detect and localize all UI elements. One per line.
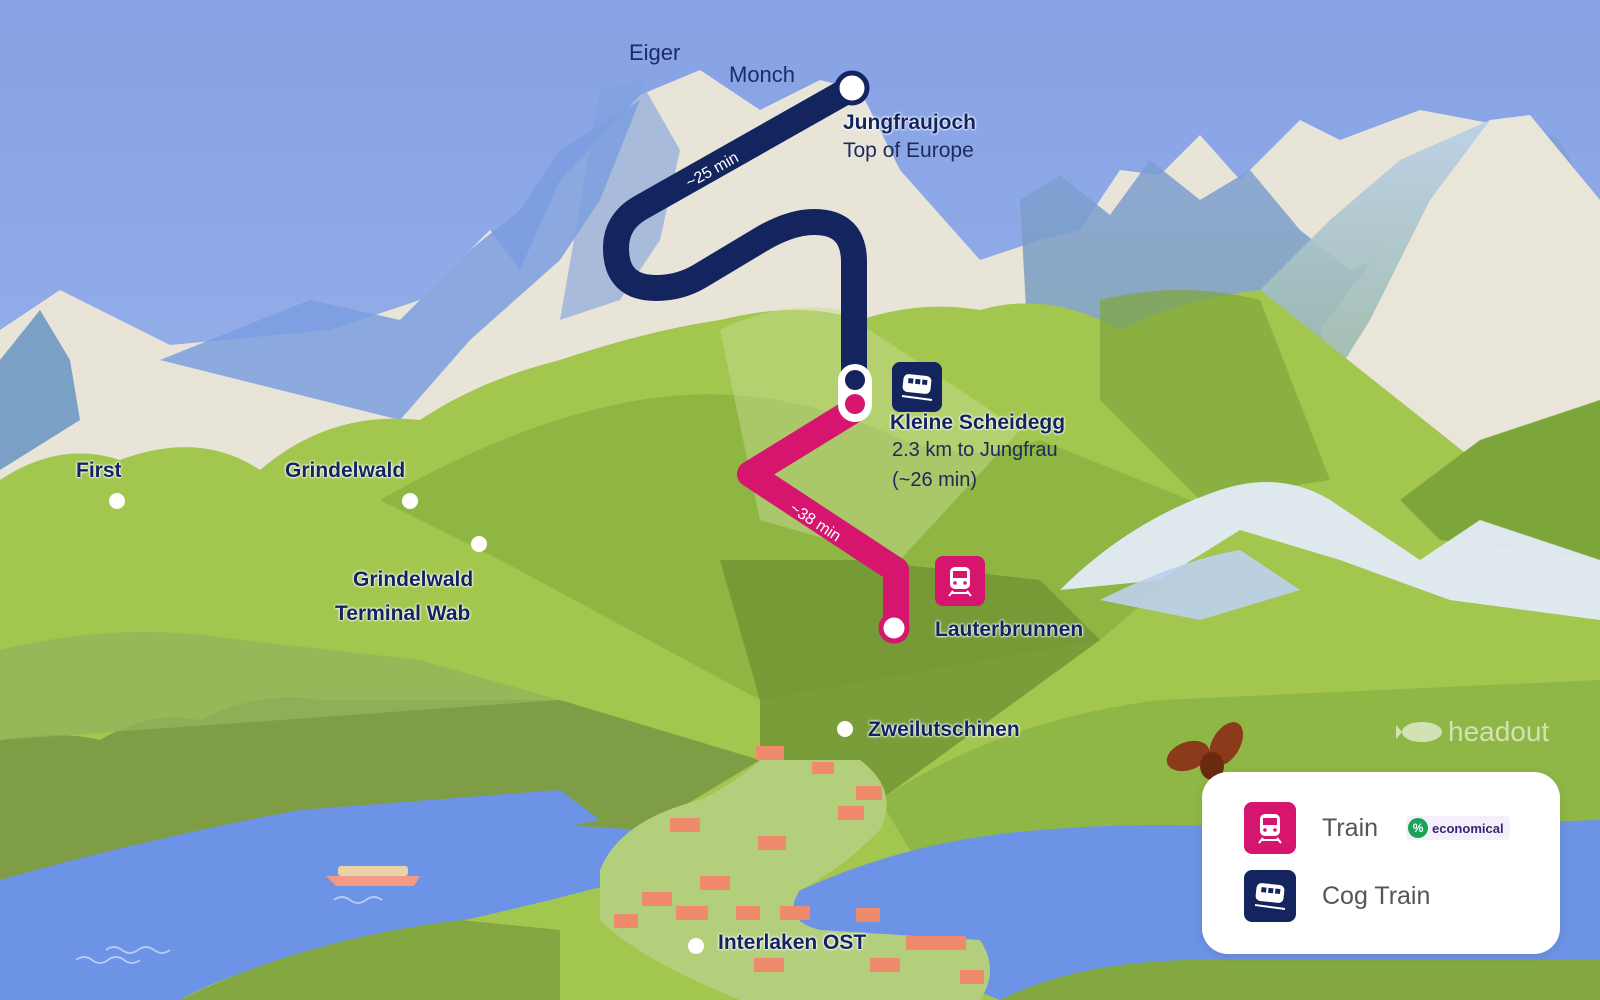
station-label-zweilutschinen[interactable]: Zweilutschinen bbox=[868, 718, 1020, 741]
economical-badge: % economical bbox=[1406, 816, 1510, 840]
train-icon bbox=[1244, 802, 1296, 854]
station-dot-interlaken-ost[interactable] bbox=[688, 938, 704, 954]
station-label-grindelwald-terminal-line1[interactable]: Grindelwald bbox=[353, 568, 474, 591]
train-route bbox=[737, 397, 909, 643]
badge-text: economical bbox=[1432, 820, 1504, 836]
station-label-lauterbrunnen[interactable]: Lauterbrunnen bbox=[935, 618, 1084, 641]
station-label-interlaken-ost[interactable]: Interlaken OST bbox=[718, 931, 867, 954]
legend-label-cog-train: Cog Train bbox=[1322, 881, 1431, 910]
station-label-first[interactable]: First bbox=[76, 459, 122, 482]
train-icon bbox=[935, 556, 985, 606]
station-dot-grindelwald[interactable] bbox=[402, 493, 418, 509]
station-label-jungfraujoch[interactable]: Jungfraujoch bbox=[843, 111, 977, 134]
brand-name: headout bbox=[1448, 716, 1550, 747]
station-dot-first[interactable] bbox=[109, 493, 125, 509]
legend-item-train[interactable]: Train % economical bbox=[1244, 802, 1510, 854]
legend-label-train: Train bbox=[1322, 813, 1379, 842]
station-label-kleine-scheidegg[interactable]: Kleine Scheidegg bbox=[890, 411, 1066, 434]
station-dot-zweilutschinen[interactable] bbox=[837, 721, 853, 737]
station-dot-grindelwald-terminal[interactable] bbox=[471, 536, 487, 552]
peak-label-monch: Monch bbox=[729, 62, 796, 87]
legend-item-cog-train[interactable]: Cog Train bbox=[1244, 870, 1430, 922]
station-label-grindelwald-terminal-line2[interactable]: Terminal Wab bbox=[335, 602, 471, 625]
cog-train-icon bbox=[1244, 870, 1296, 922]
station-subtitle-jungfraujoch: Top of Europe bbox=[843, 139, 974, 162]
cog-train-route bbox=[603, 75, 867, 401]
peak-label-eiger: Eiger bbox=[629, 40, 681, 65]
station-label-grindelwald[interactable]: Grindelwald bbox=[285, 459, 406, 482]
station-detail-duration: (~26 min) bbox=[892, 469, 978, 491]
cog-train-icon bbox=[892, 362, 942, 412]
percent-icon: % bbox=[1408, 818, 1429, 838]
headout-logo: headout bbox=[1396, 716, 1549, 748]
blimp-icon bbox=[1396, 722, 1442, 742]
station-detail-distance: 2.3 km to Jungfrau bbox=[892, 439, 1058, 461]
legend-panel: Train % economical Cog Train bbox=[1202, 772, 1560, 954]
